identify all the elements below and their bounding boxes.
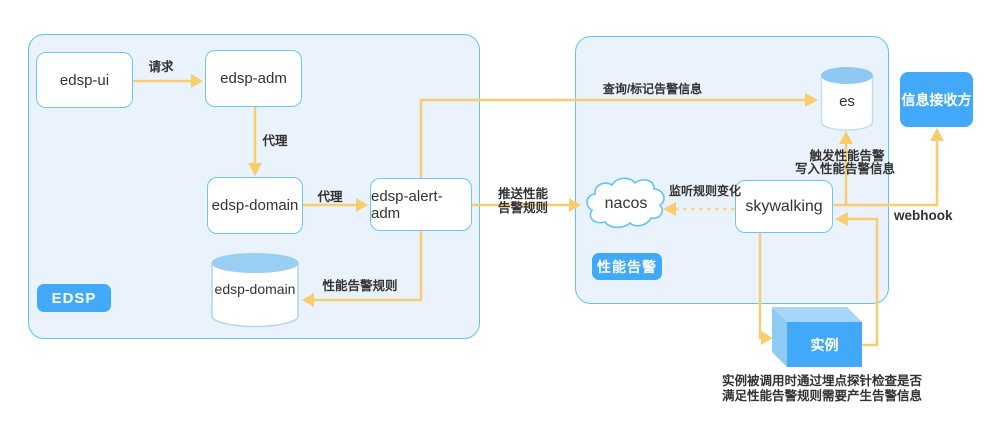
badge-edsp: EDSP <box>37 284 111 312</box>
edge-label-request: 请求 <box>148 60 174 74</box>
node-skywalking-label: skywalking <box>745 197 823 215</box>
node-edsp-domain: edsp-domain <box>207 177 303 234</box>
node-nacos-label: nacos <box>604 195 648 212</box>
edge-label-write-alert: 写入性能告警信息 <box>794 162 895 176</box>
edge-label-perf-alert-rule: 性能告警规则 <box>322 279 398 293</box>
node-instance-label: 实例 <box>810 336 839 353</box>
arrowhead-up <box>930 128 944 141</box>
instance-note-line2: 满足性能告警规则需要产生告警信息 <box>722 389 923 403</box>
edge-label-listen-rule: 监听规则变化 <box>668 184 741 198</box>
node-skywalking: skywalking <box>735 180 833 233</box>
node-edsp-domain-label: edsp-domain <box>211 197 299 214</box>
edge-label-webhook: webhook <box>894 208 953 223</box>
node-edsp-ui: edsp-ui <box>36 52 133 108</box>
edge-label-push-rule-line1: 推送性能 <box>497 187 548 201</box>
node-message-receiver: 信息接收方 <box>900 72 973 127</box>
node-edsp-ui-label: edsp-ui <box>59 71 110 89</box>
edge-label-proxy-1: 代理 <box>262 134 288 148</box>
database-icon <box>211 253 299 328</box>
edge-label-push-rule-line2: 告警规则 <box>497 201 548 215</box>
node-edsp-adm-label: edsp-adm <box>220 70 287 87</box>
cloud-icon <box>586 177 665 229</box>
edge-label-trigger-alert: 触发性能告警 <box>809 149 885 163</box>
edge-label-proxy-2: 代理 <box>317 190 343 204</box>
badge-performance-alert: 性能告警 <box>592 253 662 280</box>
node-edsp-alert-adm: edsp-alert-adm <box>370 178 472 231</box>
instance-note: 实例被调用时通过埋点探针检查是否 满足性能告警规则需要产生告警信息 <box>722 374 923 404</box>
node-edsp-domain-db-label: edsp-domain <box>214 281 296 297</box>
instance-note-line1: 实例被调用时通过埋点探针检查是否 <box>722 374 923 388</box>
node-edsp-adm: edsp-adm <box>205 50 302 107</box>
node-edsp-alert-adm-label: edsp-alert-adm <box>371 187 443 222</box>
cube-icon <box>772 307 862 367</box>
edge-label-query-mark: 查询/标记告警信息 <box>602 82 703 96</box>
database-icon <box>820 67 874 131</box>
node-es-label: es <box>839 92 855 110</box>
